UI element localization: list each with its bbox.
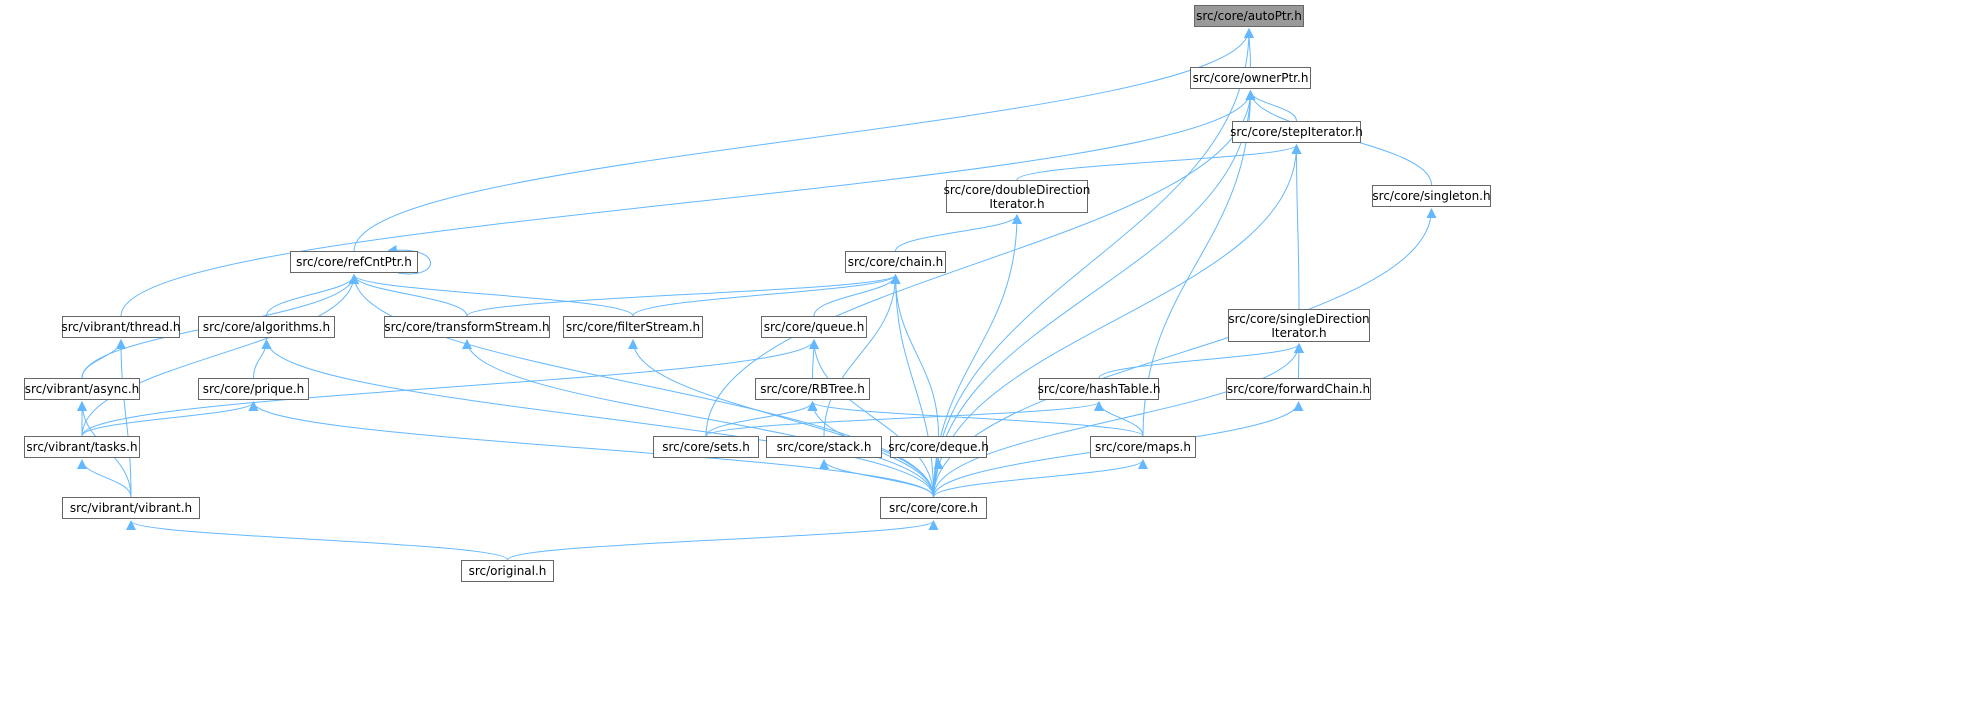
edge-RBTree-to-queue: [808, 339, 819, 379]
edge-core-to-algorithms: [261, 339, 934, 498]
edge-stepIterator-to-ownerPtr: [1245, 90, 1297, 122]
node-autoPtr[interactable]: src/core/autoPtr.h: [1194, 5, 1304, 27]
node-prique[interactable]: src/core/prique.h: [198, 378, 309, 400]
edge-hashTable-to-singleDirectionIterator: [1098, 343, 1304, 379]
edge-thread-to-ownerPtr: [120, 90, 1256, 317]
edge-tasks-to-queue: [81, 339, 819, 437]
edge-core-to-chain: [890, 274, 934, 498]
edge-core-to-autoPtr: [933, 28, 1254, 498]
edge-prique-to-algorithms: [253, 339, 272, 379]
edge-core-to-maps: [933, 459, 1148, 498]
node-stack[interactable]: src/core/stack.h: [766, 436, 882, 458]
edge-deque-to-chain: [890, 274, 939, 437]
edge-maps-to-RBTree: [807, 401, 1144, 437]
edge-refCntPtr-to-refCntPtr: [387, 244, 431, 275]
node-RBTree[interactable]: src/core/RBTree.h: [755, 378, 870, 400]
edge-tasks-to-prique: [81, 401, 259, 437]
edge-transformStream-to-refCntPtr: [349, 274, 468, 317]
node-tasks[interactable]: src/vibrant/tasks.h: [24, 436, 140, 458]
edge-refCntPtr-to-autoPtr: [353, 28, 1254, 252]
node-ownerPtr[interactable]: src/core/ownerPtr.h: [1190, 67, 1311, 89]
edge-core-to-transformStream: [462, 339, 934, 498]
edge-sets-to-ownerPtr: [705, 90, 1256, 437]
node-queue[interactable]: src/core/queue.h: [761, 316, 867, 338]
edge-core-to-refCntPtr: [349, 274, 934, 498]
edge-tasks-to-refCntPtr: [81, 274, 359, 437]
node-async[interactable]: src/vibrant/async.h: [24, 378, 140, 400]
edge-core-to-ownerPtr: [933, 90, 1256, 498]
edge-original-to-core: [507, 520, 939, 561]
edge-vibrant-to-thread: [116, 339, 132, 498]
node-singleDirectionIterator[interactable]: src/core/singleDirection Iterator.h: [1228, 309, 1370, 342]
edge-maps-to-hashTable: [1094, 401, 1144, 437]
node-refCntPtr[interactable]: src/core/refCntPtr.h: [290, 251, 418, 273]
edge-doubleDirectionIterator-to-stepIterator: [1016, 144, 1302, 181]
node-deque[interactable]: src/core/deque.h: [888, 436, 989, 458]
edge-core-to-prique: [248, 401, 934, 498]
node-stepIterator[interactable]: src/core/stepIterator.h: [1230, 121, 1363, 143]
node-doubleDirectionIterator[interactable]: src/core/doubleDirection Iterator.h: [944, 180, 1090, 213]
node-original[interactable]: src/original.h: [461, 560, 554, 582]
node-hashTable[interactable]: src/core/hashTable.h: [1038, 378, 1160, 400]
edge-async-to-thread: [81, 339, 126, 379]
edge-filterStream-to-refCntPtr: [349, 274, 634, 317]
edge-filterStream-to-chain: [632, 274, 901, 317]
edge-algorithms-to-refCntPtr: [266, 274, 359, 317]
node-singleton[interactable]: src/core/singleton.h: [1372, 185, 1491, 207]
edge-stack-to-chain: [823, 274, 901, 437]
edge-core-to-filterStream: [628, 339, 934, 498]
edge-core-to-singleDirectionIterator: [933, 343, 1304, 498]
node-forwardChain[interactable]: src/core/forwardChain.h: [1226, 378, 1371, 400]
node-transformStream[interactable]: src/core/transformStream.h: [384, 316, 550, 338]
edge-vibrant-to-tasks: [77, 459, 132, 498]
edge-chain-to-doubleDirectionIterator: [895, 214, 1022, 252]
edge-transformStream-to-chain: [466, 274, 901, 317]
node-core[interactable]: src/core/core.h: [880, 497, 987, 519]
edge-core-to-stack: [819, 459, 934, 498]
edge-core-to-queue: [809, 339, 934, 498]
node-thread[interactable]: src/vibrant/thread.h: [62, 316, 181, 338]
node-chain[interactable]: src/core/chain.h: [845, 251, 946, 273]
edge-original-to-vibrant: [126, 520, 508, 561]
node-maps[interactable]: src/core/maps.h: [1090, 436, 1196, 458]
edge-singleDirectionIterator-to-stepIterator: [1291, 144, 1302, 310]
edge-core-to-stepIterator: [933, 144, 1302, 498]
node-vibrant[interactable]: src/vibrant/vibrant.h: [62, 497, 200, 519]
node-filterStream[interactable]: src/core/filterStream.h: [563, 316, 703, 338]
edge-sets-to-hashTable: [705, 401, 1104, 437]
node-algorithms[interactable]: src/core/algorithms.h: [198, 316, 335, 338]
node-sets[interactable]: src/core/sets.h: [653, 436, 759, 458]
edge-core-to-deque: [933, 459, 944, 498]
